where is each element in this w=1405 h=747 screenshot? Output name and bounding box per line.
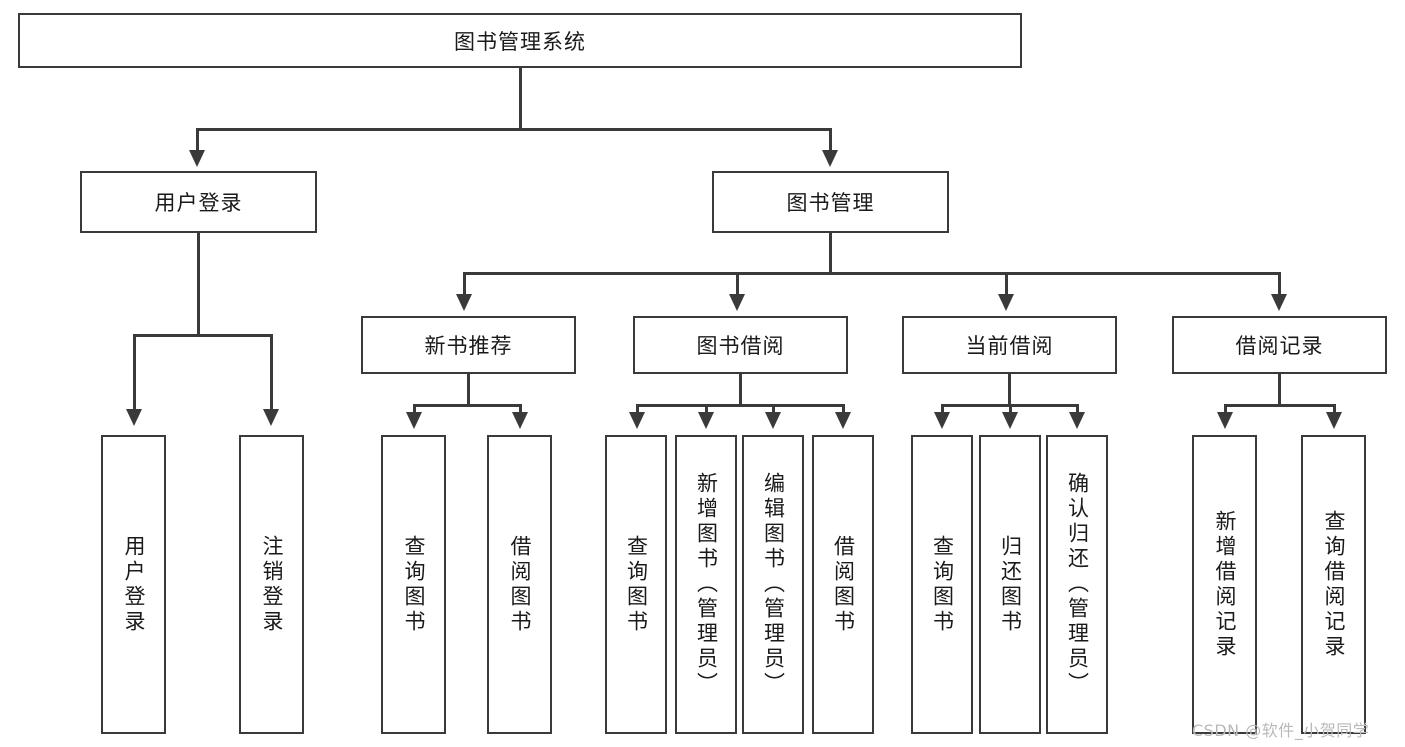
node-label: 当前借阅	[965, 334, 1054, 358]
node-label: 新书推荐	[424, 334, 513, 358]
edge-drop-borrow-record	[1278, 272, 1281, 299]
node-label: 查询图书	[930, 534, 955, 635]
node-label: 用户登录	[154, 191, 243, 215]
node-book-management[interactable]: 图书管理	[712, 171, 949, 233]
edge-bus-new-book-recommend-leaves	[413, 404, 521, 407]
node-leaf-borrow-book-1[interactable]: 借阅图书	[487, 435, 552, 734]
edge-drop-leaf-edit-book	[772, 404, 775, 416]
arrow-leaf-user-login	[126, 409, 142, 426]
node-new-book-recommend[interactable]: 新书推荐	[361, 316, 576, 374]
node-leaf-query-book-3[interactable]: 查询图书	[911, 435, 973, 734]
node-leaf-query-borrow-record[interactable]: 查询借阅记录	[1301, 435, 1366, 734]
arrow-leaf-borrow-book-1	[512, 412, 528, 429]
node-leaf-add-book[interactable]: 新增图书（管理员）	[675, 435, 737, 734]
edge-drop-leaf-query-book-3	[941, 404, 944, 416]
node-label: 借阅图书	[831, 534, 856, 635]
node-label: 图书借阅	[696, 334, 785, 358]
edge-drop-leaf-add-book	[705, 404, 708, 416]
edge-drop-leaf-user-login	[133, 334, 136, 412]
node-label: 归还图书	[998, 534, 1023, 635]
arrow-leaf-query-book-2	[629, 412, 645, 429]
node-leaf-user-login[interactable]: 用户登录	[101, 435, 166, 734]
edge-current-borrow-stem	[1008, 374, 1011, 406]
edge-drop-leaf-query-borrow-record	[1333, 404, 1336, 416]
node-label: 借阅记录	[1235, 334, 1324, 358]
node-label: 图书管理	[786, 191, 875, 215]
node-label: 确认归还（管理员）	[1065, 472, 1090, 697]
edge-drop-leaf-query-book-2	[636, 404, 639, 416]
edge-borrow-record-stem	[1278, 374, 1281, 406]
node-user-login[interactable]: 用户登录	[80, 171, 317, 233]
edge-bus-borrow-record-leaves	[1224, 404, 1335, 407]
node-borrow-record[interactable]: 借阅记录	[1172, 316, 1387, 374]
arrow-leaf-edit-book	[765, 412, 781, 429]
edge-new-book-recommend-stem	[467, 374, 470, 406]
edge-drop-leaf-borrow-book-1	[519, 404, 522, 416]
node-leaf-query-book-2[interactable]: 查询图书	[605, 435, 667, 734]
arrow-leaf-borrow-book-2	[835, 412, 851, 429]
edge-root-stem	[519, 68, 522, 130]
arrow-leaf-confirm-return	[1069, 412, 1085, 429]
node-leaf-confirm-return[interactable]: 确认归还（管理员）	[1046, 435, 1108, 734]
node-label: 借阅图书	[508, 534, 532, 635]
edge-bus-level3	[463, 272, 1280, 275]
node-leaf-logout-login[interactable]: 注销登录	[239, 435, 304, 734]
edge-bus-level2	[196, 128, 832, 131]
node-leaf-add-borrow-record[interactable]: 新增借阅记录	[1192, 435, 1257, 734]
arrow-leaf-return-book	[1002, 412, 1018, 429]
edge-drop-leaf-borrow-book-2	[842, 404, 845, 416]
node-book-management-system[interactable]: 图书管理系统	[18, 13, 1022, 68]
node-label: 注销登录	[260, 534, 284, 635]
arrow-leaf-query-borrow-record	[1326, 412, 1342, 429]
edge-drop-leaf-logout-login	[270, 334, 273, 412]
arrow-current-borrow	[998, 294, 1014, 311]
arrow-leaf-add-borrow-record	[1217, 412, 1233, 429]
node-label: 图书管理系统	[454, 29, 586, 54]
edge-drop-leaf-return-book	[1009, 404, 1012, 416]
edge-drop-book-borrow	[736, 272, 739, 299]
arrow-leaf-logout-login	[263, 409, 279, 426]
node-label: 查询图书	[624, 534, 649, 635]
node-current-borrow[interactable]: 当前借阅	[902, 316, 1117, 374]
node-label: 编辑图书（管理员）	[761, 472, 786, 697]
edge-drop-leaf-confirm-return	[1076, 404, 1079, 416]
edge-drop-book-management	[829, 128, 832, 155]
node-label: 新增借阅记录	[1213, 509, 1237, 660]
edge-drop-new-book-recommend	[463, 272, 466, 299]
node-label: 查询图书	[402, 534, 426, 635]
edge-drop-current-borrow	[1005, 272, 1008, 299]
arrow-leaf-query-book-3	[934, 412, 950, 429]
node-leaf-return-book[interactable]: 归还图书	[979, 435, 1041, 734]
edge-bus-book-borrow-leaves	[636, 404, 844, 407]
node-label: 用户登录	[122, 534, 146, 635]
arrow-new-book-recommend	[456, 294, 472, 311]
arrow-book-borrow	[729, 294, 745, 311]
edge-drop-user-login	[196, 128, 199, 155]
node-leaf-edit-book[interactable]: 编辑图书（管理员）	[742, 435, 804, 734]
node-leaf-borrow-book-2[interactable]: 借阅图书	[812, 435, 874, 734]
arrow-book-management	[822, 150, 838, 167]
arrow-user-login	[189, 150, 205, 167]
node-leaf-query-book-1[interactable]: 查询图书	[381, 435, 446, 734]
arrow-leaf-query-book-1	[406, 412, 422, 429]
arrow-leaf-add-book	[698, 412, 714, 429]
node-label: 查询借阅记录	[1322, 509, 1346, 660]
csdn-watermark: CSDN @软件_小贺同学	[1192, 721, 1370, 740]
edge-book-management-stem	[829, 233, 832, 274]
node-label: 新增图书（管理员）	[694, 472, 719, 697]
edge-bus-user-login-leaves	[133, 334, 272, 337]
edge-drop-leaf-add-borrow-record	[1224, 404, 1227, 416]
arrow-borrow-record	[1271, 294, 1287, 311]
edge-book-borrow-stem	[739, 374, 742, 406]
edge-user-login-stem	[197, 233, 200, 336]
edge-drop-leaf-query-book-1	[413, 404, 416, 416]
node-book-borrow[interactable]: 图书借阅	[633, 316, 848, 374]
